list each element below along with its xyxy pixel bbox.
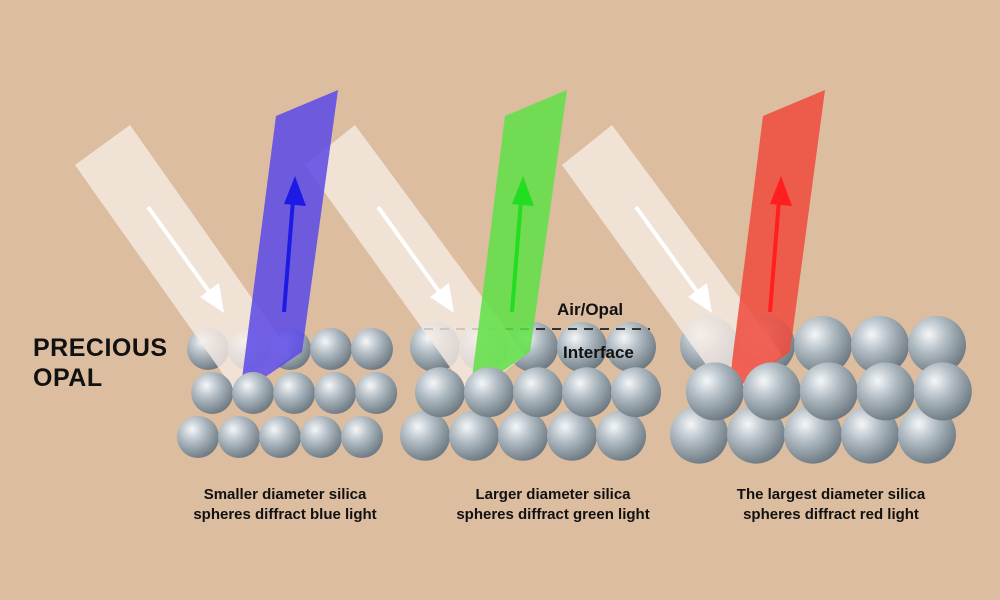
silica-sphere — [557, 322, 607, 372]
title-line-2: OPAL — [33, 364, 103, 392]
silica-sphere — [851, 316, 909, 374]
silica-sphere — [351, 328, 393, 370]
silica-sphere — [913, 362, 972, 421]
incident-arrow-3 — [634, 205, 700, 295]
red-arrowhead — [770, 176, 792, 206]
silica-sphere — [799, 362, 858, 421]
silica-sphere — [177, 416, 219, 458]
silica-sphere — [856, 362, 915, 421]
silica-sphere — [300, 416, 342, 458]
green-arrow — [510, 199, 523, 313]
silica-sphere — [341, 416, 383, 458]
silica-sphere — [547, 410, 597, 461]
incident-arrowhead-3 — [688, 283, 712, 313]
blue-arrowhead — [284, 176, 306, 206]
incident-arrow-1 — [146, 205, 212, 295]
silica-sphere — [355, 372, 398, 414]
silica-sphere — [314, 372, 357, 414]
incident-arrowhead-2 — [430, 283, 454, 313]
silica-sphere — [685, 362, 744, 421]
title-line-1: PRECIOUS — [33, 334, 168, 362]
silica-sphere — [310, 328, 352, 370]
silica-sphere — [742, 362, 801, 421]
caption-red-line-2: spheres diffract red light — [743, 506, 919, 523]
silica-sphere — [611, 367, 661, 418]
red-arrow — [768, 199, 781, 313]
incident-beam-3 — [562, 125, 782, 398]
diagram-title: PRECIOUS OPAL — [33, 333, 168, 393]
silica-spheres-front-layer — [177, 362, 972, 464]
silica-sphere — [464, 367, 514, 418]
silica-sphere — [259, 416, 301, 458]
silica-sphere — [191, 372, 234, 414]
light-beams — [75, 90, 825, 398]
silica-sphere — [415, 367, 465, 418]
silica-sphere — [562, 367, 612, 418]
incident-beam-1 — [75, 125, 292, 398]
interface-label-top: Air/Opal — [557, 300, 624, 319]
green-arrowhead — [512, 176, 534, 206]
interface-label-bottom: Interface — [563, 343, 634, 362]
caption-green-line-1: Larger diameter silica — [475, 486, 631, 503]
silica-sphere — [596, 410, 646, 461]
incident-arrow-2 — [376, 205, 442, 295]
silica-sphere — [513, 367, 563, 418]
silica-sphere — [218, 416, 260, 458]
blue-arrow — [282, 199, 295, 313]
caption-blue-line-1: Smaller diameter silica — [203, 486, 367, 503]
silica-sphere — [273, 372, 316, 414]
incident-arrowhead-1 — [200, 283, 224, 313]
silica-sphere — [794, 316, 852, 374]
silica-sphere — [232, 372, 275, 414]
silica-sphere — [449, 410, 499, 461]
caption-blue-line-2: spheres diffract blue light — [193, 506, 377, 523]
silica-sphere — [908, 316, 966, 374]
caption-green: Larger diameter silica spheres diffract … — [413, 485, 693, 525]
silica-sphere — [498, 410, 548, 461]
caption-red-line-1: The largest diameter silica — [736, 486, 926, 503]
caption-green-line-2: spheres diffract green light — [456, 506, 650, 523]
silica-sphere — [400, 410, 450, 461]
caption-blue: Smaller diameter silica spheres diffract… — [145, 485, 425, 525]
silica-sphere — [606, 322, 656, 372]
caption-red: The largest diameter silica spheres diff… — [691, 485, 971, 525]
